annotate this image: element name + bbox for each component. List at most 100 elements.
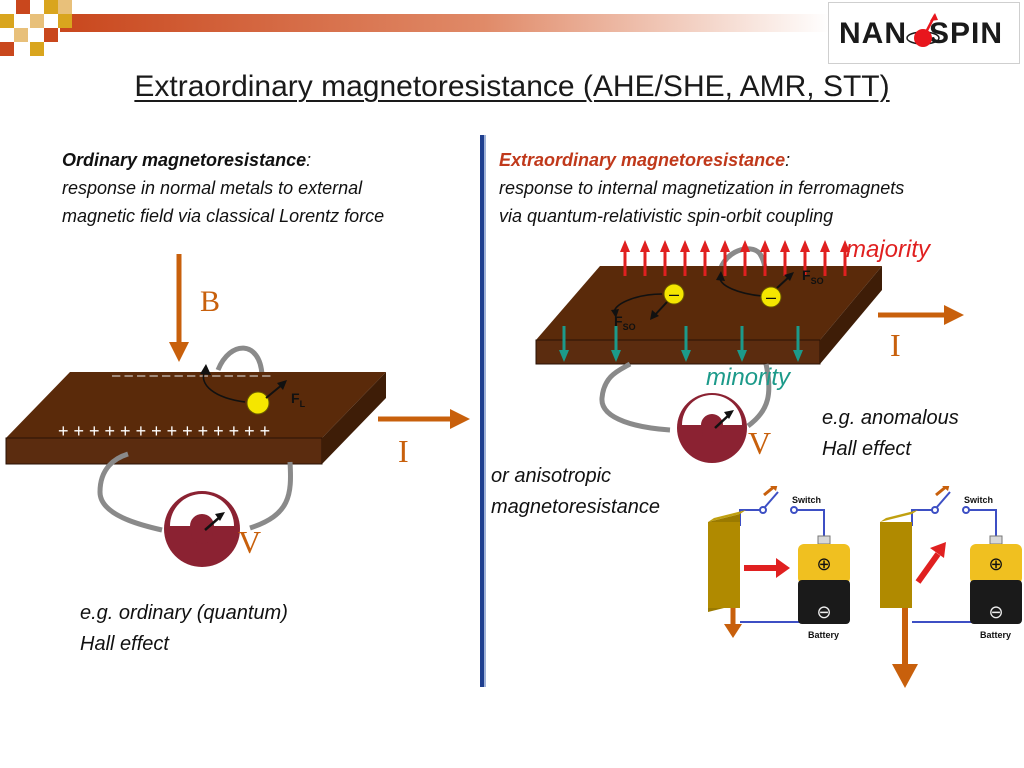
battery-plus-icon: ⊕ [988,554,1003,574]
so-trajectory-right-arrowhead [716,271,725,281]
switch-contact-left [759,506,767,514]
switch-orange-arrowhead [770,486,778,491]
ordinary-hall-caption-line1: e.g. ordinary (quantum) [80,602,288,624]
switch-contact-left [931,506,939,514]
electron-left-sign: – [669,284,679,304]
switch-lever [764,491,779,508]
right-wire [746,363,772,429]
ordinary-mr-title: Ordinary magnetoresistance [62,150,307,170]
circuit-wire-top-right [797,509,825,540]
left-heading: Ordinary magnetoresistance: response in … [62,146,384,230]
output-arrowhead [892,664,918,688]
ordinary-hall-caption: e.g. ordinary (quantum) Hall effect [80,598,288,660]
ordinary-mr-line2: magnetic field via classical Lorentz for… [62,206,385,226]
majority-arrow-head [680,240,690,252]
logo-text-right: SPIN [929,17,1004,50]
circuit-wire-top-left [911,509,932,526]
majority-arrow-head [620,240,630,252]
so-force-subscript-right: SO [811,276,824,286]
battery-bottom [970,580,1022,624]
header-decoration [0,0,830,56]
switch-contact-right [790,506,798,514]
minority-arrow-head [559,350,569,362]
ferromagnet-block-top [880,510,918,522]
so-force-arrowhead-left [650,310,659,320]
minority-label: minority [706,364,791,391]
switch-label: Switch [964,495,993,505]
majority-arrow-head [660,240,670,252]
ordinary-mr-heading: Ordinary magnetoresistance: [62,146,384,174]
majority-arrow-head [800,240,810,252]
battery-bottom [798,580,850,624]
minority-arrow-head [737,350,747,362]
slide-title: Extraordinary magnetoresistance (AHE/SHE… [134,70,890,103]
voltmeter-icon [164,491,240,567]
battery-minus-icon: ⊖ [816,602,831,622]
current-arrow [378,409,470,429]
majority-arrow-head [820,240,830,252]
minority-arrow-head [611,350,621,362]
anomalous-hall-caption-line2: Hall effect [822,438,911,460]
voltage-label-right: V [748,425,772,461]
switch-lever [936,491,951,508]
header-gradient-bar [60,14,830,32]
back-wire [215,345,265,376]
current-arrow [878,305,964,325]
extraordinary-mr-line2: via quantum-relativistic spin-orbit coup… [499,206,834,226]
column-divider-shadow [484,135,486,687]
electron-left [663,283,685,305]
so-force-arrowhead-right [784,272,794,281]
so-force-label-left: FSO [614,313,636,332]
amr-caption: or anisotropic magnetoresistance [491,461,660,523]
majority-arrow-head [720,240,730,252]
majority-arrow-head [740,240,750,252]
left-wire [599,361,671,433]
so-force-letter-right: F [802,267,811,283]
ordinary-mr-line1: response in normal metals to external [62,178,363,198]
battery-minus-icon: ⊖ [988,602,1003,622]
battery-top [970,544,1022,584]
ordinary-hall-diagram: – – – – – – – – – – – – – + + + + + + + … [5,254,470,567]
extraordinary-mr-colon: : [785,150,791,170]
amr-circuit-tilted: Switch ⊕ ⊖ Battery [880,486,1022,688]
majority-arrow-head [760,240,770,252]
current-label-left: I [398,433,409,469]
force-letter: F [291,390,300,406]
majority-arrow-head [700,240,710,252]
majority-arrow-head [780,240,790,252]
so-trajectory-left-arrowhead [611,309,619,318]
anomalous-hall-diagram: – FSO – FSO [535,240,964,463]
ferromagnet-block [880,522,912,608]
output-arrowhead [724,624,742,638]
ferromagnet-slab [535,266,882,365]
switch-label: Switch [792,495,821,505]
column-divider [480,135,484,687]
field-label-b: B [200,285,221,318]
circuit-wire-top-left [739,509,760,526]
majority-label: majority [846,236,931,263]
battery-label: Battery [808,630,839,640]
force-subscript: L [300,399,306,409]
voltage-label-left: V [238,524,262,560]
circuit-wire-top-right [969,509,997,540]
ferromagnet-block [708,522,740,608]
minority-arrow-head [681,350,691,362]
positive-charge-row: + + + + + + + + + + + + + + [58,421,270,441]
amr-caption-line1: or anisotropic [491,465,612,487]
anomalous-hall-caption-line1: e.g. anomalous [822,407,959,429]
metal-slab [5,372,386,465]
trajectory-arrowhead [200,364,211,375]
so-force-subscript-left: SO [623,322,636,332]
majority-arrow-head [840,240,850,252]
ferromagnet-block-top [708,510,746,522]
extraordinary-mr-heading: Extraordinary magnetoresistance: [499,146,904,174]
magnetization-arrowhead [776,558,790,578]
minority-spin-arrows [559,326,803,362]
magnetization-arrow [915,552,941,584]
lorentz-force-arrowhead [277,380,287,390]
battery-plus-icon: ⊕ [816,554,831,574]
electron-right-sign: – [766,287,776,307]
battery-terminal [817,535,831,545]
